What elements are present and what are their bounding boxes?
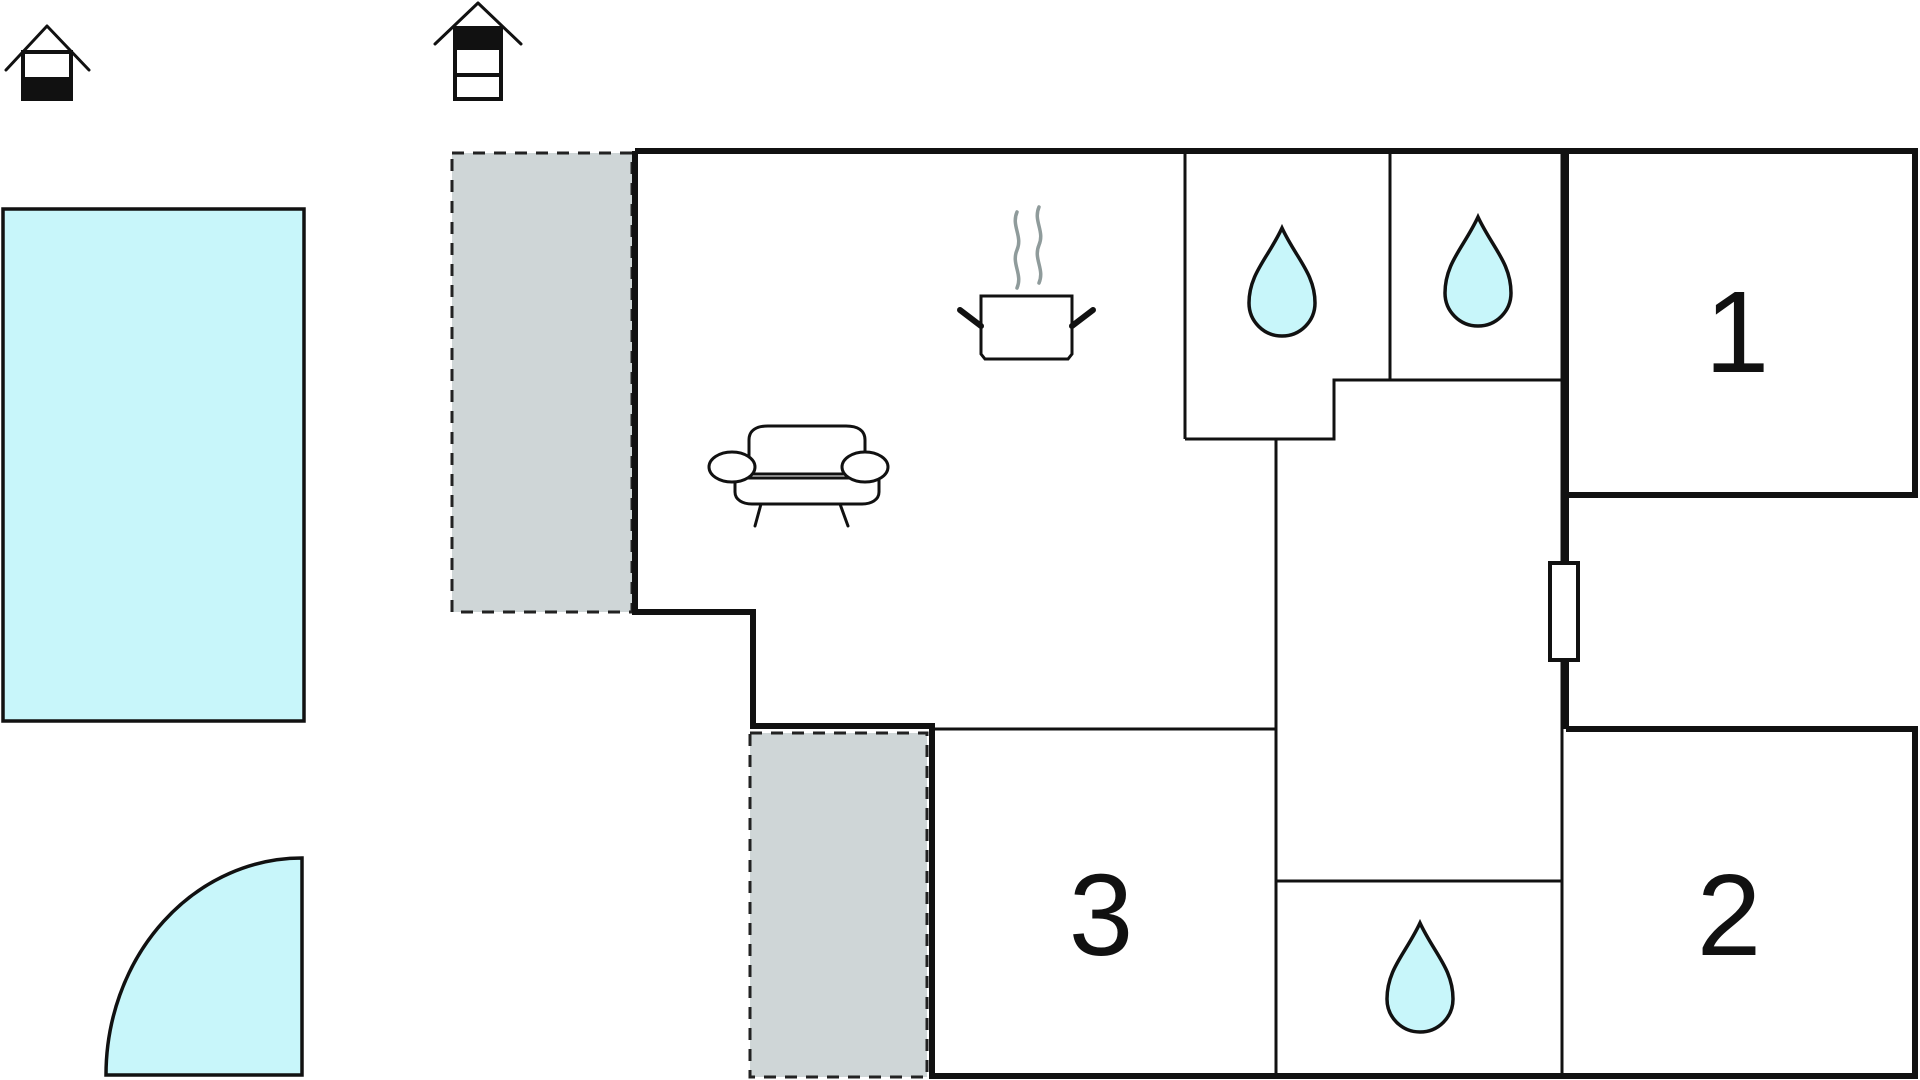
room-number-1: 1 <box>1705 267 1770 397</box>
water-drop-icon <box>1247 223 1317 338</box>
terrace-south <box>748 731 929 1079</box>
fireplace-icon <box>1548 561 1580 662</box>
cooking-pot-icon <box>957 205 1096 361</box>
house-upper-floor-icon <box>433 1 523 101</box>
pool <box>1 207 306 723</box>
room-number-3: 3 <box>1069 850 1134 980</box>
house-ground-floor-icon <box>4 24 91 101</box>
room-number-2: 2 <box>1697 850 1762 980</box>
water-drop-icon <box>1385 918 1455 1034</box>
sofa-icon <box>707 424 890 528</box>
hot-tub <box>104 856 304 1077</box>
terrace-north <box>450 151 634 614</box>
water-drop-icon <box>1443 212 1513 328</box>
